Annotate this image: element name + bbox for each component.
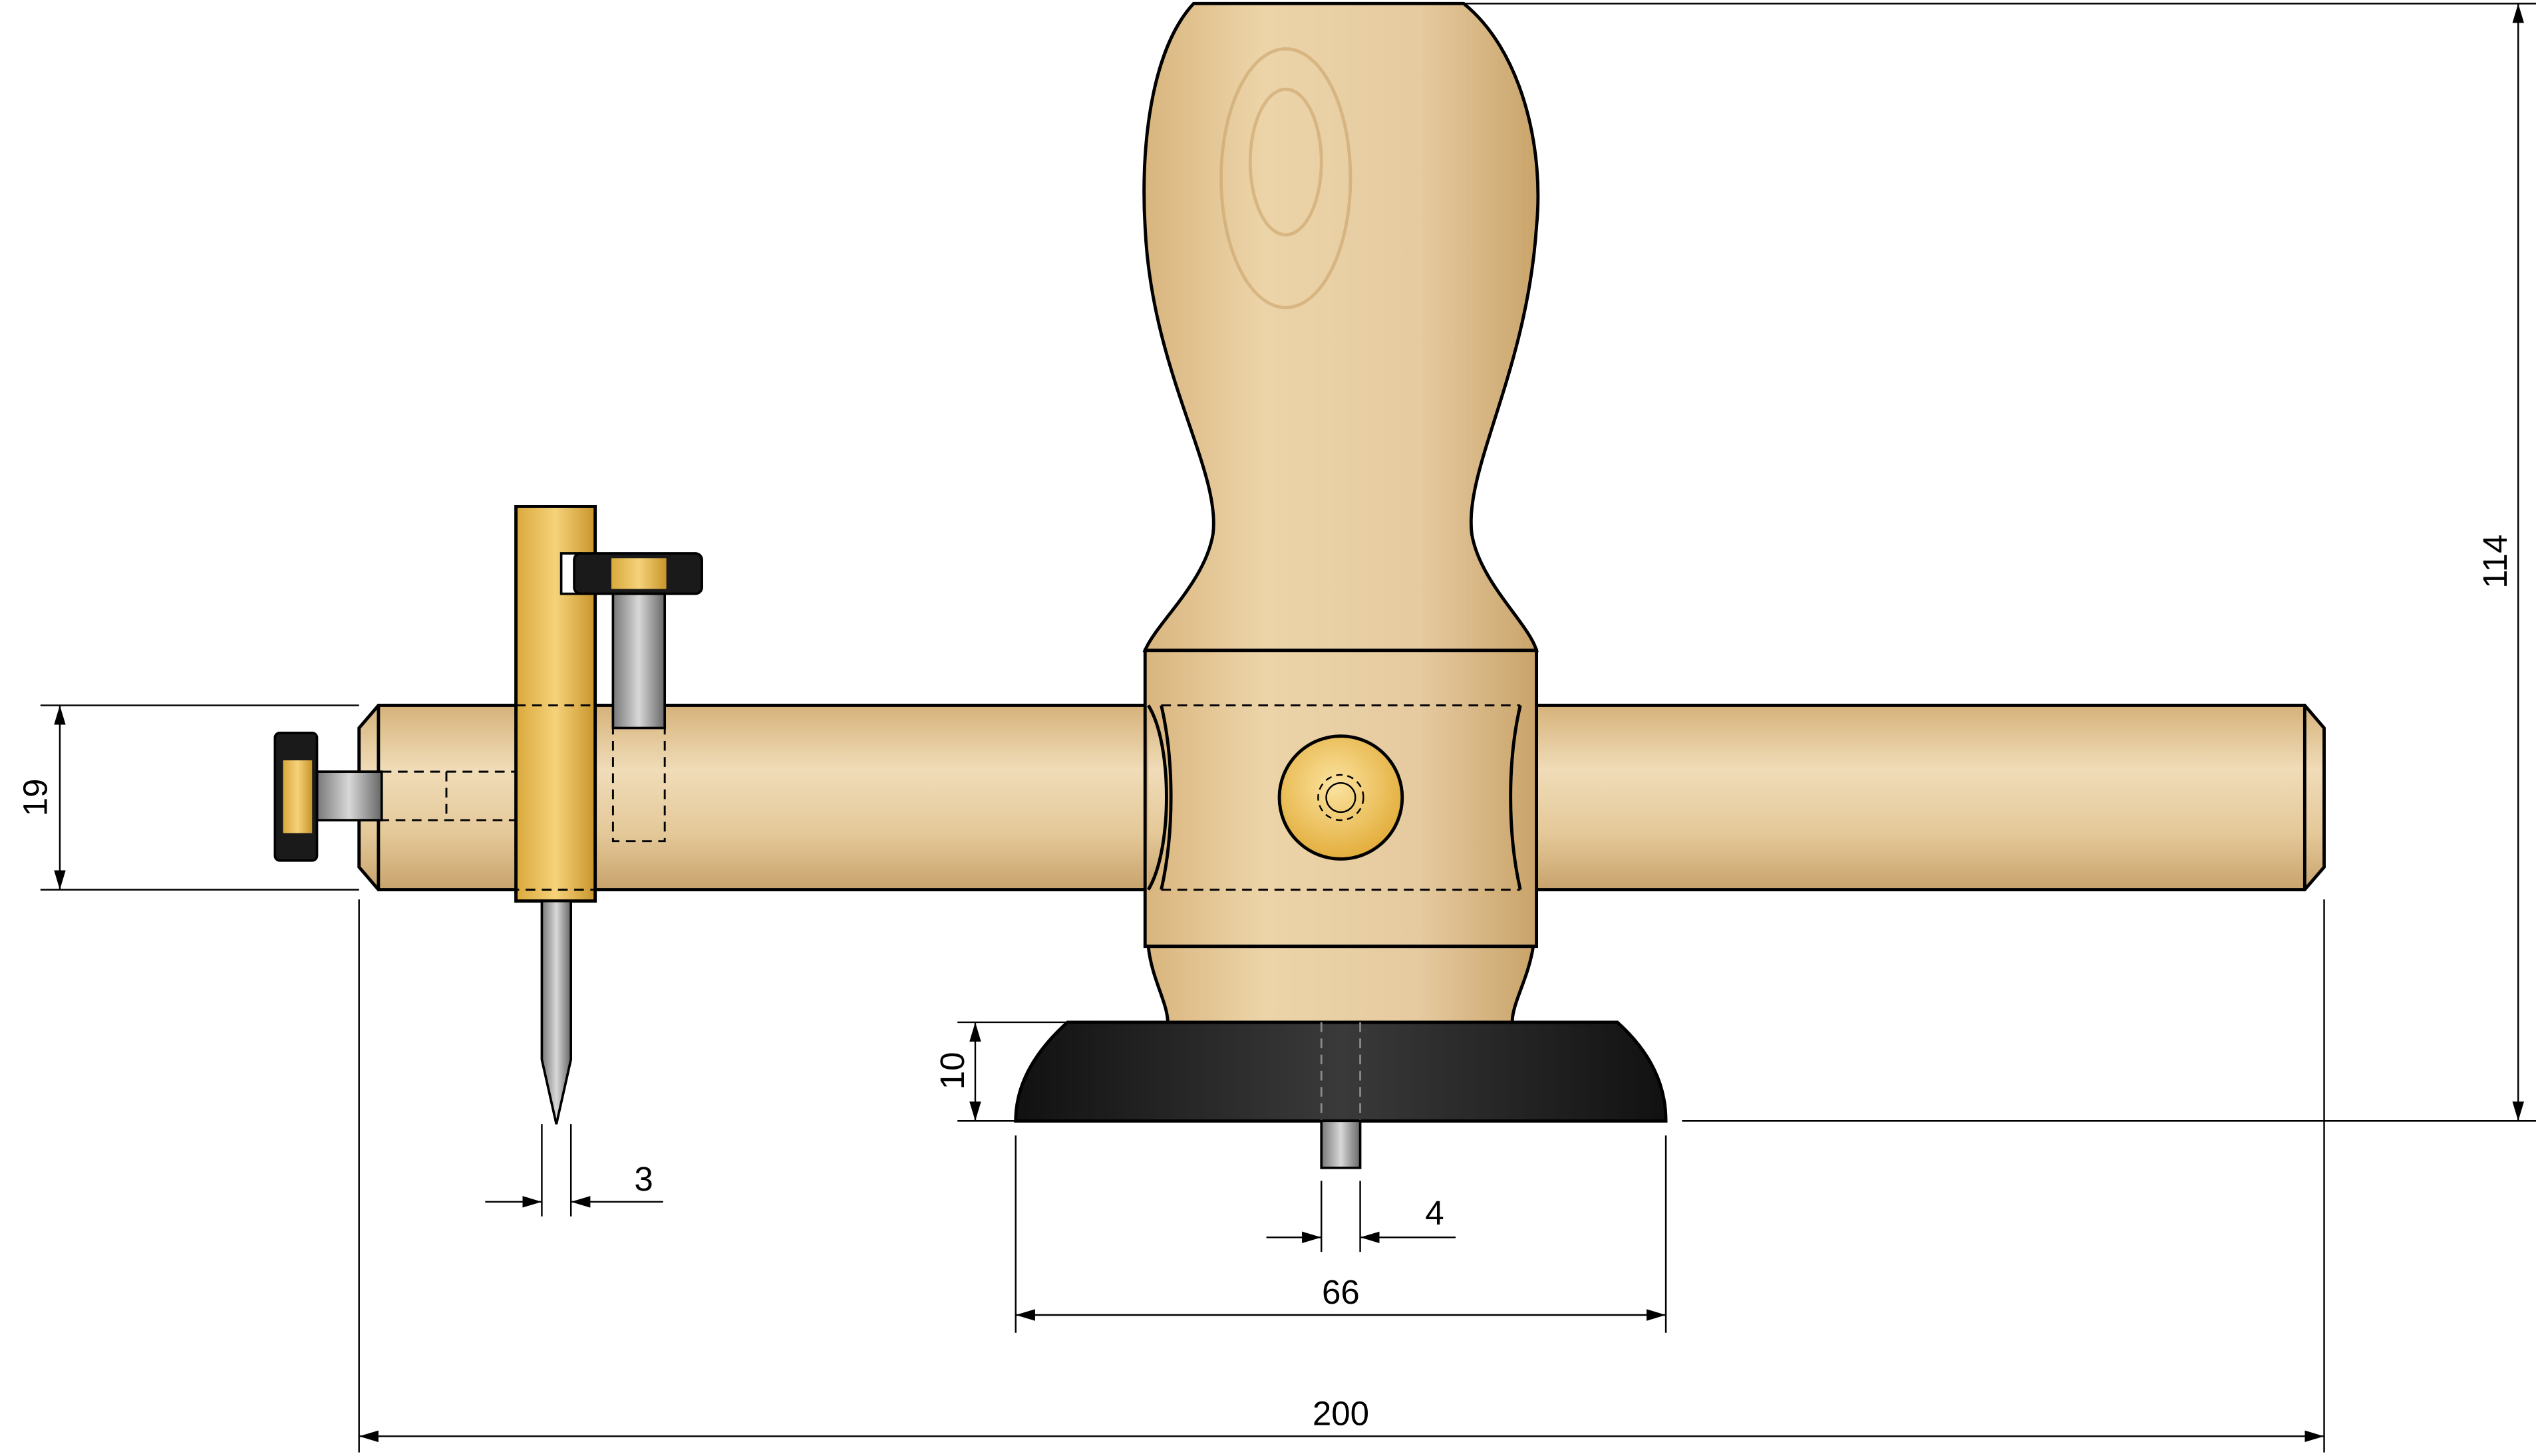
clamp-screw-brass	[611, 558, 667, 589]
cutter-holder	[514, 505, 597, 903]
dimension-pin-diameter: 4	[1266, 1181, 1456, 1252]
hex-socket-icon	[1325, 782, 1356, 813]
dimension-overall-length: 200	[358, 899, 2325, 1453]
dimension-label: 4	[1425, 1194, 1444, 1232]
thumb-screw-brass-ring	[283, 760, 313, 833]
handle-neck	[1146, 945, 1535, 1024]
base-foot	[1014, 1020, 1668, 1123]
hex-socket-icon	[1317, 774, 1364, 821]
cutting-needle	[540, 899, 573, 1125]
dimension-needle-width: 3	[485, 1124, 663, 1217]
hub-edge	[1147, 704, 1168, 891]
dimension-base-height: 10	[933, 1021, 1068, 1122]
hub-edge	[1509, 704, 1522, 891]
handle-knob	[1142, 1, 1540, 653]
dimension-overall-height: 114	[1464, 3, 2536, 1122]
hidden-line	[611, 727, 666, 843]
thumb-screw-shaft	[315, 770, 383, 821]
dimension-label: 10	[933, 1052, 971, 1090]
wood-grain	[1219, 47, 1352, 309]
clamp-screw-shaft	[611, 592, 667, 730]
dimension-bar-diameter: 19	[17, 704, 359, 891]
dimension-label: 3	[634, 1160, 653, 1198]
dimension-label: 66	[1322, 1273, 1360, 1311]
dimension-label: 200	[1313, 1394, 1369, 1432]
wood-grain	[1248, 87, 1323, 237]
center-pin	[1320, 1119, 1362, 1169]
dimension-label: 114	[2476, 534, 2514, 588]
brass-lock-screw	[1277, 734, 1404, 861]
hub-edge	[1160, 704, 1173, 891]
hidden-line	[515, 704, 597, 891]
dimension-label: 19	[17, 779, 55, 817]
dimension-base-diameter: 66	[1015, 1135, 1667, 1333]
